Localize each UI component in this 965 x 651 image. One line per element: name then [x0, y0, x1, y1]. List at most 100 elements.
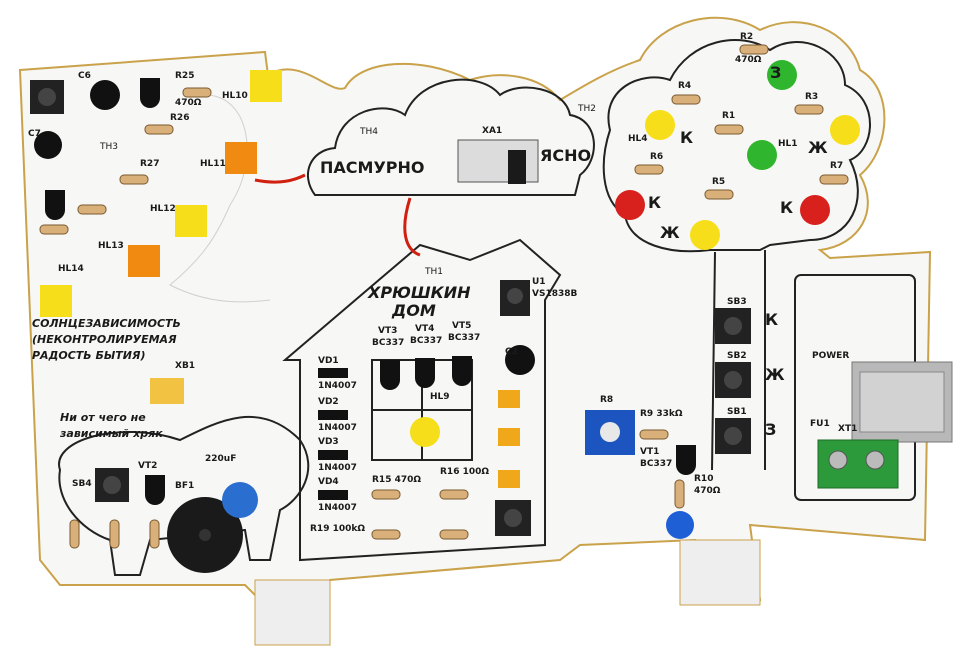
button-letter-k: К	[765, 310, 779, 329]
bf1-label: BF1	[175, 481, 195, 491]
r1-label: R1	[722, 111, 736, 121]
capacitor-c6	[90, 80, 120, 110]
r3-label: R3	[805, 92, 819, 102]
vd3-part: 1N4007	[318, 463, 357, 473]
u1-label: U1	[532, 277, 546, 287]
r10-value: 470Ω	[694, 486, 721, 496]
pig-caption-1: Ни от чего не	[60, 411, 146, 424]
switch-right-label: ЯСНО	[540, 146, 592, 165]
sb3-label: SB3	[727, 297, 747, 307]
vt1-label: VT1	[640, 447, 660, 457]
led-hl4-yellow	[645, 110, 675, 140]
hl1-label: HL1	[778, 139, 798, 149]
r19-label: R19 100kΩ	[310, 524, 366, 534]
r2-value: 470Ω	[735, 55, 762, 65]
r7-label: R7	[830, 161, 844, 171]
vt2-label: VT2	[138, 461, 158, 471]
led-orange-1	[498, 390, 520, 408]
house-outline	[282, 238, 562, 562]
r9-label: R9 33kΩ	[640, 409, 683, 419]
c6-label: C6	[78, 71, 91, 81]
led-hl13-orange	[128, 245, 160, 277]
led-hl11-orange	[225, 142, 257, 174]
vt1-part: BC337	[640, 459, 673, 469]
quote-line-1: СОЛНЦЕЗАВИСИМОСТЬ	[32, 317, 181, 330]
led-hl3-yellow	[830, 115, 860, 145]
fu1-label: FU1	[810, 419, 830, 429]
r16-label: R16 100Ω	[440, 467, 490, 477]
c-220-label: 220uF	[205, 454, 237, 464]
cloud-outline	[306, 78, 595, 196]
led-orange-2	[498, 428, 520, 446]
vd3-label: VD3	[318, 437, 339, 447]
vd4-part: 1N4007	[318, 503, 357, 513]
r27-label: R27	[140, 159, 160, 169]
vd4-label: VD4	[318, 477, 339, 487]
c7-label: C7	[28, 129, 41, 139]
tree-letter-zh-2: Ж	[660, 223, 680, 242]
stand-left	[254, 579, 331, 646]
hl10-label: HL10	[222, 91, 248, 101]
tree-letter-zh-1: Ж	[808, 138, 828, 157]
house-title-1: ХРЮШКИН	[368, 283, 471, 302]
switch-knob[interactable]	[508, 150, 526, 184]
led-hl9-yellow	[410, 417, 440, 447]
power-label: POWER	[812, 351, 850, 361]
led-hl14-yellow	[40, 285, 72, 317]
buttons	[30, 80, 751, 536]
resistors	[39, 44, 849, 549]
led-blue	[666, 511, 694, 539]
led-orange-3	[498, 470, 520, 488]
button-letter-zh: Ж	[765, 365, 785, 384]
led-hl5-yellow	[690, 220, 720, 250]
pig-caption-2: зависимый хряк	[60, 427, 163, 440]
house-title-2: ДОМ	[392, 301, 436, 320]
tree-letter-k-1: К	[680, 128, 694, 147]
c2-label: C2	[505, 347, 518, 357]
xb1-label: XB1	[175, 361, 196, 371]
hl14-label: HL14	[58, 264, 84, 274]
quote-line-3: РАДОСТЬ БЫТИЯ)	[32, 349, 146, 362]
tree-letter-k-2: К	[648, 193, 662, 212]
transistors	[45, 78, 696, 505]
tree-letter-z: З	[770, 63, 782, 82]
r2-label: R2	[740, 32, 754, 42]
led-hl2-green	[767, 60, 797, 90]
tree-outline	[602, 39, 871, 253]
capacitor-220uf	[222, 482, 258, 518]
hl11-label: HL11	[200, 159, 226, 169]
hl12-label: HL12	[150, 204, 176, 214]
led-hl6-red	[615, 190, 645, 220]
sb1-label: SB1	[727, 407, 747, 417]
r8-label: R8	[600, 395, 614, 405]
u1-part: VS1838B	[532, 289, 578, 299]
red-wire	[403, 197, 421, 257]
r4-label: R4	[678, 81, 692, 91]
led-hl7-red	[800, 195, 830, 225]
vd2-label: VD2	[318, 397, 339, 407]
vd1-part: 1N4007	[318, 381, 357, 391]
board-cutout	[169, 94, 271, 303]
capacitor-c7	[34, 131, 62, 159]
th3-label: TH3	[100, 142, 118, 152]
r10-label: R10	[694, 474, 714, 484]
vt5-part: BC337	[448, 333, 481, 343]
tree-letter-k-3: К	[780, 198, 794, 217]
r6-label: R6	[650, 152, 664, 162]
button-letter-z: З	[765, 420, 777, 439]
stand-right	[679, 539, 761, 606]
capacitor-c2	[505, 345, 535, 375]
r26-label: R26	[170, 113, 190, 123]
leds	[40, 60, 860, 539]
switch-ref: XA1	[482, 126, 503, 136]
sb4-label: SB4	[72, 479, 92, 489]
touch-contact-xb1[interactable]	[150, 378, 184, 404]
led-hl10-yellow	[250, 70, 282, 102]
xt1-label: XT1	[838, 424, 858, 434]
r15-label: R15 470Ω	[372, 475, 422, 485]
vd1-label: VD1	[318, 356, 339, 366]
th4-label: TH4	[360, 127, 378, 137]
vt4-label: VT4	[415, 324, 435, 334]
pig-outline	[58, 416, 310, 576]
